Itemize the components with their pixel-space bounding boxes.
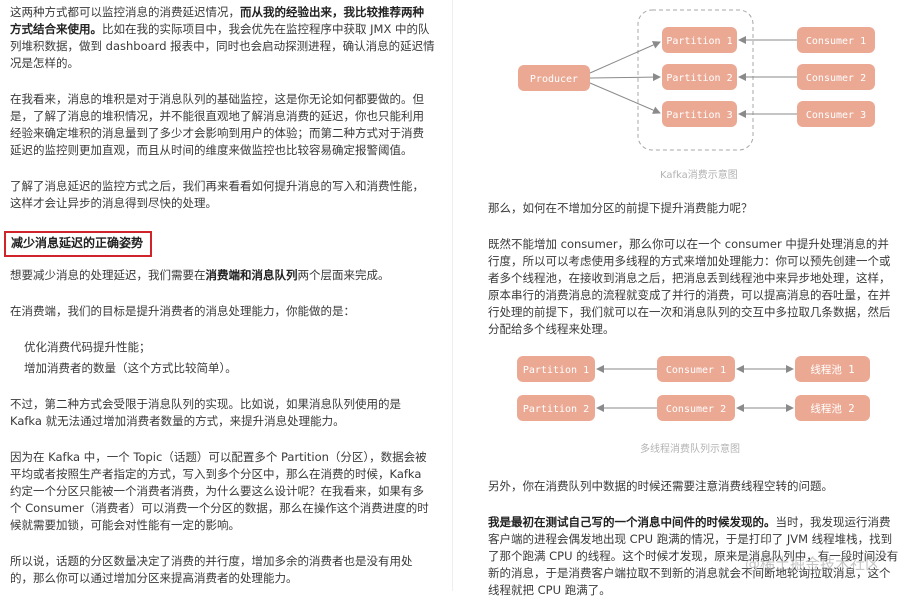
multithread-diagram: Partition 1 Partition 2 Consumer 1 Consu… xyxy=(517,356,870,421)
partition-3-box: Partition 3 xyxy=(662,101,737,127)
bold-discovery: 我是最初在测试自己写的一个消息中间件的时候发现的。 xyxy=(488,515,776,529)
arrow xyxy=(589,82,661,114)
svg-text:Consumer 3: Consumer 3 xyxy=(806,110,866,121)
paragraph-question: 那么，如何在不增加分区的前提下提升消费能力呢？ xyxy=(488,201,753,215)
diagram-caption: 多线程消费队列示意图 xyxy=(640,444,740,455)
partition-2-box: Partition 2 xyxy=(517,395,595,421)
left-column: 这两种方式都可以监控消息的消费延迟情况，而从我的经验出来，我比较推荐两种方式结合… xyxy=(4,4,435,606)
partition-2-box: Partition 2 xyxy=(662,64,737,90)
svg-text:Partition 2: Partition 2 xyxy=(523,404,589,415)
svg-text:线程池 2: 线程池 2 xyxy=(810,402,854,415)
producer-box: Producer xyxy=(518,65,590,91)
consumer-1-box: Consumer 1 xyxy=(657,356,735,382)
watermark: @稀土掘金技术社区 xyxy=(745,555,881,573)
arrow xyxy=(589,41,661,74)
paragraph-transition: 了解了消息延迟的监控方式之后，我们再来看看如何提升消息的写入和消费性能，这样才会… xyxy=(10,179,424,210)
svg-text:Consumer 1: Consumer 1 xyxy=(806,36,866,47)
paragraph-cpu-story: 我是最初在测试自己写的一个消息中间件的时候发现的。当时，我发现运行消费客户端的进… xyxy=(488,515,899,597)
list-item: 优化消费代码提升性能； xyxy=(24,340,151,354)
paragraph-consumer-goal: 在消费端，我们的目标是提升消费者的消息处理能力，你能做的是： xyxy=(10,304,355,318)
svg-text:Partition 3: Partition 3 xyxy=(666,110,732,121)
paragraph-multithread: 既然不能增加 consumer，那么你可以在一个 consumer 中提升处理消… xyxy=(488,237,891,336)
paragraph-kafka-limit: 不过，第二种方式会受限于消息队列的实现。比如说，如果消息队列使用的是 Kafka… xyxy=(10,397,401,428)
partition-1-box: Partition 1 xyxy=(517,356,595,382)
svg-text:Partition 2: Partition 2 xyxy=(666,73,732,84)
arrow xyxy=(589,73,661,82)
right-column-lower: 另外，你在消费队列中数据的时候还需要注意消费线程空转的问题。 我是最初在测试自己… xyxy=(488,478,900,599)
thread-pool-1-box: 线程池 1 xyxy=(795,356,870,382)
consumer-2-box: Consumer 2 xyxy=(657,395,735,421)
bold-layers: 消费端和消息队列 xyxy=(205,268,298,282)
broker-dashed-box xyxy=(637,9,754,151)
section-heading: 减少消息延迟的正确姿势 xyxy=(4,231,153,257)
bold-recommendation: 而从我的经验出来，我比较推荐两种方式结合来使用。 xyxy=(10,5,424,36)
svg-text:Consumer 2: Consumer 2 xyxy=(806,73,866,84)
paragraph-kafka-partition: 因为在 Kafka 中，一个 Topic（话题）可以配置多个 Partition… xyxy=(10,450,429,532)
paragraph-conclusion: 所以说，话题的分区数量决定了消费的并行度，增加多余的消费者也是没有用处的，那么你… xyxy=(10,554,413,585)
svg-text:Partition 1: Partition 1 xyxy=(523,365,589,376)
diagram-caption: Kafka消费示意图 xyxy=(660,170,738,181)
list-item: 增加消费者的数量（这个方式比较简单）。 xyxy=(24,361,237,375)
svg-text:Consumer 2: Consumer 2 xyxy=(666,404,726,415)
paragraph-intro: 想要减少消息的处理延迟，我们需要在消费端和消息队列两个层面来完成。 xyxy=(10,268,390,282)
svg-text:Partition 1: Partition 1 xyxy=(666,36,732,47)
paragraph-backlog: 在我看来，消息的堆积是对于消息队列的基础监控，这是你无论如何都要做的。但是，了解… xyxy=(10,92,424,157)
partition-1-box: Partition 1 xyxy=(662,27,737,53)
thread-pool-2-box: 线程池 2 xyxy=(795,395,870,421)
svg-text:线程池 1: 线程池 1 xyxy=(810,363,854,376)
right-column-upper: 那么，如何在不增加分区的前提下提升消费能力呢？ 既然不能增加 consumer，… xyxy=(488,200,900,357)
consumer-3-box: Consumer 3 xyxy=(797,101,875,127)
paragraph-monitoring-summary: 这两种方式都可以监控消息的消费延迟情况，而从我的经验出来，我比较推荐两种方式结合… xyxy=(10,5,435,70)
svg-text:Consumer 1: Consumer 1 xyxy=(666,365,726,376)
paragraph-idle-thread: 另外，你在消费队列中数据的时候还需要注意消费线程空转的问题。 xyxy=(488,479,833,493)
consumer-1-box: Consumer 1 xyxy=(797,27,875,53)
svg-text:Producer: Producer xyxy=(530,74,578,85)
consumer-2-box: Consumer 2 xyxy=(797,64,875,90)
kafka-diagram: Producer Partition 1 Partition 2 Partiti… xyxy=(518,9,875,151)
column-divider xyxy=(452,0,453,591)
